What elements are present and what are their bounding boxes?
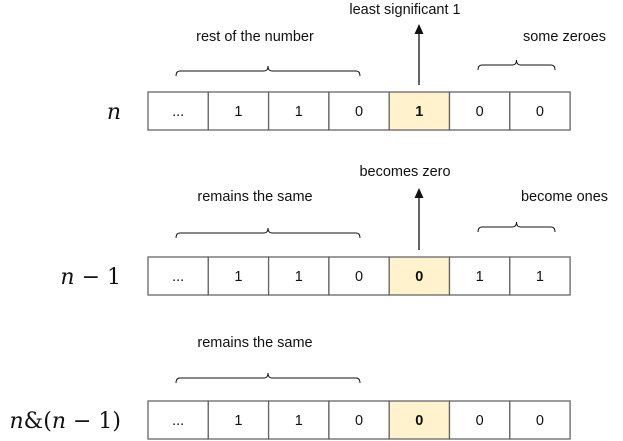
bit-value: 1 [295,104,303,120]
bit-value: 1 [476,269,484,285]
math-operator: − 1 [75,265,121,290]
bit-row-1: n... 1 1 0 1 0 0 rest of the number some zeroes l… [107,2,606,131]
left-brace [175,65,361,77]
bit-value: ... [172,104,184,120]
bit-value: 0 [355,413,363,429]
bit-cell [267,91,330,131]
bit-value: 1 [536,269,544,285]
bit-cell [147,91,209,131]
math-operator: &( [24,409,52,434]
bit-row-3: n&(n − 1)... 1 1 0 0 0 0 remains the same [9,335,571,440]
right-brace [477,59,556,71]
left-brace [175,372,361,384]
arrow-up-icon [414,188,424,198]
bit-cell [509,256,571,296]
bit-value: 1 [295,269,303,285]
bit-cell [509,91,571,131]
bit-cell [328,256,390,296]
bit-value: 0 [476,413,484,429]
bit-value: 0 [536,104,544,120]
bit-row-2: n − 1... 1 1 0 0 1 1 remains the same become one… [60,164,608,296]
right-brace-label: some zeroes [523,29,606,45]
bit-value: 1 [234,413,242,429]
bit-value: 0 [536,413,544,429]
math-variable: n [107,100,121,125]
right-brace-label: become ones [521,189,608,205]
left-brace [175,227,361,239]
bit-value: ... [172,413,184,429]
left-brace-label: rest of the number [196,29,314,45]
left-brace-label: remains the same [197,335,312,351]
bit-cell [147,400,209,440]
row-expression-label: n − 1 [60,265,121,290]
bit-cell [207,256,270,296]
math-operator: − 1) [66,409,121,434]
bit-cell [448,400,511,440]
bit-cell [267,256,330,296]
bit-value: 0 [415,413,423,429]
bit-value: 0 [355,104,363,120]
bit-value: 1 [415,104,423,120]
bit-value: 0 [415,269,423,285]
bit-value: 1 [295,413,303,429]
bit-cell [207,91,270,131]
row-expression-label: n [107,100,121,125]
arrow-label: least significant 1 [349,2,460,18]
bit-cell [448,256,511,296]
bit-cell [448,91,511,131]
math-variable: n [52,409,66,434]
bit-cell [207,400,270,440]
bit-value: 0 [476,104,484,120]
left-brace-label: remains the same [197,189,312,205]
math-variable: n [60,265,74,290]
bit-value: 1 [234,269,242,285]
highlighted-bit-cell [388,91,451,131]
bit-cell [267,400,330,440]
arrow-up-icon [414,24,424,34]
bit-value: ... [172,269,184,285]
bit-value: 1 [234,104,242,120]
bit-cell [509,400,571,440]
math-variable: n [9,409,23,434]
bit-value: 0 [355,269,363,285]
arrow-label: becomes zero [359,164,450,180]
right-brace [477,221,556,233]
row-expression-label: n&(n − 1) [9,409,121,434]
